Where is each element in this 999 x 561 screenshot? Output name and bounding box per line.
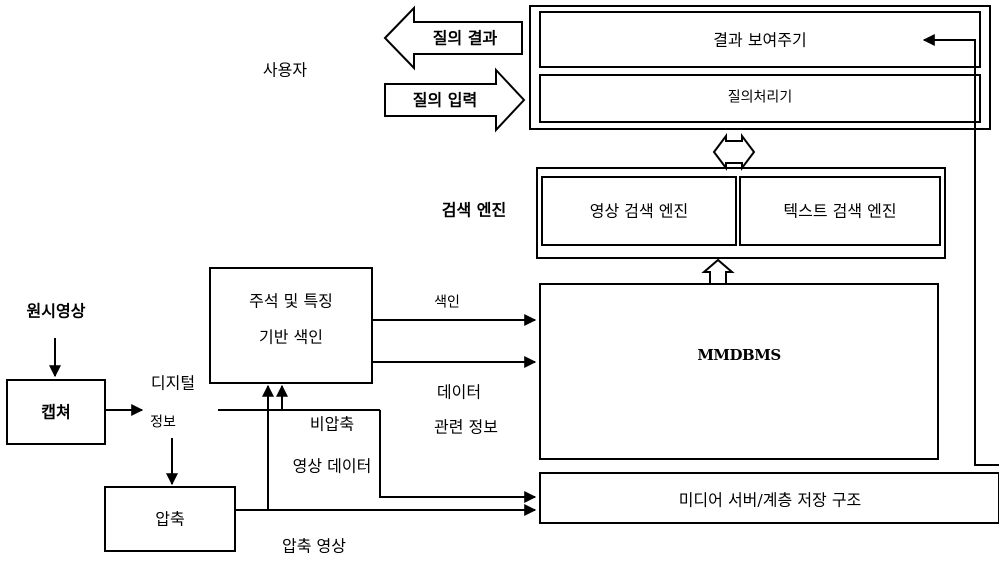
data-info-label-line2: 관련 정보: [434, 417, 498, 437]
media-server-label: 미디어 서버/계층 저장 구조: [678, 490, 862, 510]
show-results-label: 결과 보여주기: [713, 30, 807, 50]
search-engine-label: 검색 엔진: [441, 200, 507, 220]
user-label: 사용자: [262, 60, 308, 80]
annotation-index-box: [209, 267, 373, 384]
mmdbms-search-connector: [701, 258, 735, 285]
query-process-label: 질의처리기: [727, 89, 793, 106]
image-search-engine-box: [541, 176, 737, 246]
ui-outer-box: [529, 5, 991, 130]
feedback-line: [922, 34, 999, 466]
compressed-video-label: 압축 영상: [282, 536, 346, 556]
data-info-label-line1: 데이터: [436, 382, 482, 402]
uncompressed-to-server-line: [379, 410, 537, 503]
query-input-arrow: [384, 67, 526, 133]
show-results-box: [539, 11, 981, 68]
image-search-engine-label: 영상 검색 엔진: [589, 201, 689, 221]
query-result-label: 질의 결과: [432, 28, 498, 48]
index-label: 색인: [434, 294, 460, 311]
search-engine-outer-box: [536, 167, 946, 259]
uncompressed-label-line1: 비압축: [309, 414, 355, 434]
annotation-label-line2: 기반 색인: [259, 327, 323, 347]
capture-box: [6, 379, 106, 445]
compress-box: [104, 486, 236, 552]
annotation-label-line1: 주석 및 특징: [249, 291, 333, 311]
query-process-box: [539, 74, 981, 123]
query-input-label: 질의 입력: [412, 90, 478, 110]
digital-info-label-line2: 정보: [150, 414, 176, 431]
mmdbms-box: [539, 283, 939, 460]
query-result-arrow: [383, 5, 523, 71]
ui-search-connector: [712, 133, 756, 171]
media-server-box: [539, 472, 999, 524]
capture-label: 캡쳐: [41, 402, 71, 422]
compress-label: 압축: [155, 509, 185, 529]
text-search-engine-label: 텍스트 검색 엔진: [783, 201, 897, 221]
text-search-engine-box: [739, 176, 941, 246]
digital-info-label-line1: 디지털: [150, 373, 196, 393]
mmdbms-label: MMDBMS: [697, 346, 781, 364]
uncompressed-label-line2: 영상 데이터: [292, 456, 372, 476]
raw-video-label: 원시영상: [26, 301, 86, 321]
